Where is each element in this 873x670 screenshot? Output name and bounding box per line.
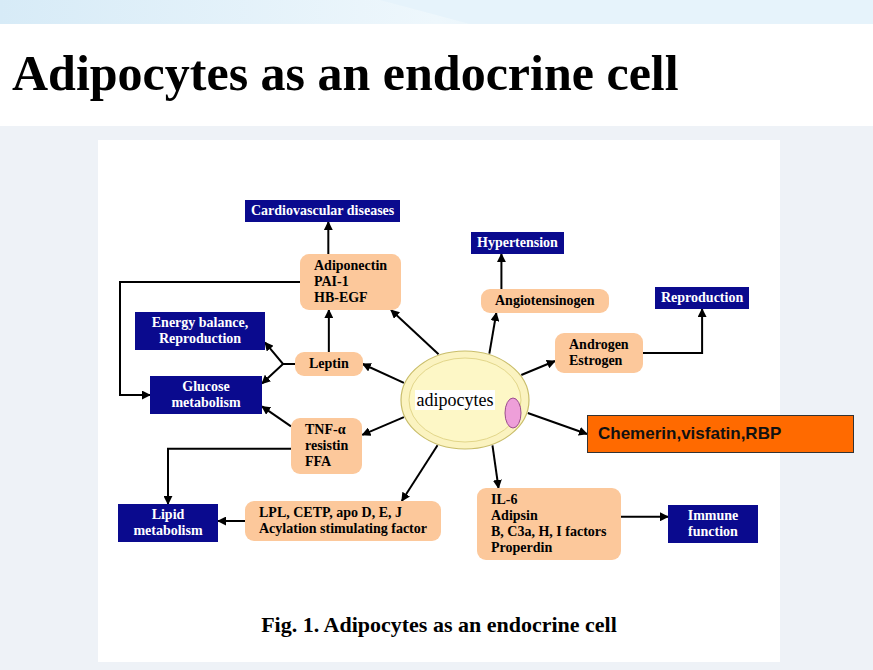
secretion-box: AdiponectinPAI-1HB-EGF <box>300 254 401 310</box>
arrow-connector <box>402 445 438 501</box>
secretion-box: LPL, CETP, apo D, E, JAcylation stimulat… <box>245 501 441 541</box>
node-label: Chemerin,visfatin,RBP <box>598 424 843 444</box>
arrow-connector <box>621 516 669 518</box>
outcome-label: Cardiovascular diseases <box>251 203 394 219</box>
node-label: B, C3a, H, I factors <box>491 524 607 540</box>
arrow-connector <box>492 445 498 488</box>
secretion-box: Leptin <box>295 352 363 376</box>
node-label: Leptin <box>309 356 349 372</box>
arrow-connector <box>521 361 555 375</box>
arrow-connector <box>489 313 496 354</box>
arrow-connector <box>362 417 404 435</box>
arrow-connector <box>500 254 502 289</box>
arrow-connector <box>391 310 439 354</box>
outcome-box: Reproduction <box>655 287 749 309</box>
content-ground <box>0 126 873 670</box>
slide-title: Adipocytes as an endocrine cell <box>12 44 679 102</box>
arrow-connector <box>218 520 245 522</box>
outcome-box: Glucose metabolism <box>150 376 262 414</box>
arrow-connector <box>363 364 404 383</box>
node-label: Acylation stimulating factor <box>259 521 427 537</box>
arrow-connector <box>168 449 291 504</box>
node-label: IL-6 <box>491 492 607 508</box>
node-label: TNF-α <box>305 422 348 438</box>
outcome-box: Energy balance, Reproduction <box>135 312 265 350</box>
secretion-box: AndrogenEstrogen <box>555 333 643 373</box>
top-band <box>0 0 873 24</box>
outcome-box: Lipid metabolism <box>118 504 218 542</box>
arrow-connector <box>262 406 291 426</box>
outcome-label: Reproduction <box>661 290 743 306</box>
node-label: Angiotensinogen <box>495 293 595 309</box>
arrow-connector <box>327 222 329 254</box>
node-label: resistin <box>305 438 348 454</box>
node-label: Adiponectin <box>314 258 387 274</box>
node-label: adipocytes <box>415 390 496 410</box>
node-label: LPL, CETP, apo D, E, J <box>259 505 427 521</box>
secretion-box: TNF-αresistinFFA <box>291 418 362 474</box>
secretion-box: IL-6AdipsinB, C3a, H, I factorsProperdin <box>477 488 621 560</box>
adipocyte-cell: adipocytes <box>400 350 530 450</box>
figure-panel <box>98 140 780 662</box>
node-label: HB-EGF <box>314 290 387 306</box>
top-band-sweep <box>380 0 873 24</box>
outcome-box: Immune function <box>668 505 758 543</box>
outcome-box: Hypertension <box>471 232 564 254</box>
arrow-connector <box>328 310 330 352</box>
outcome-label: Glucose metabolism <box>156 379 256 411</box>
node-label: PAI-1 <box>314 274 387 290</box>
arrow-connector <box>265 342 295 364</box>
arrow-connector <box>643 309 702 353</box>
node-label: Adipsin <box>491 508 607 524</box>
highlight-box: Chemerin,visfatin,RBP <box>587 415 854 453</box>
node-label: Properdin <box>491 540 607 556</box>
outcome-box: Cardiovascular diseases <box>245 200 400 222</box>
node-label: Androgen <box>569 337 629 353</box>
outcome-label: Lipid metabolism <box>124 507 212 539</box>
lipid-droplet <box>409 358 521 442</box>
arrow-connector <box>262 364 295 384</box>
arrow-connector <box>528 413 587 434</box>
outcome-label: Hypertension <box>477 235 558 251</box>
cell-nucleus <box>505 398 521 428</box>
outcome-label: Energy balance, Reproduction <box>141 315 259 347</box>
node-label: FFA <box>305 454 348 470</box>
figure-caption: Fig. 1. Adipocytes as an endocrine cell <box>98 612 780 638</box>
secretion-box: Angiotensinogen <box>481 289 609 313</box>
outcome-label: Immune function <box>674 508 752 540</box>
cell-membrane <box>401 351 529 449</box>
node-label: Estrogen <box>569 353 629 369</box>
